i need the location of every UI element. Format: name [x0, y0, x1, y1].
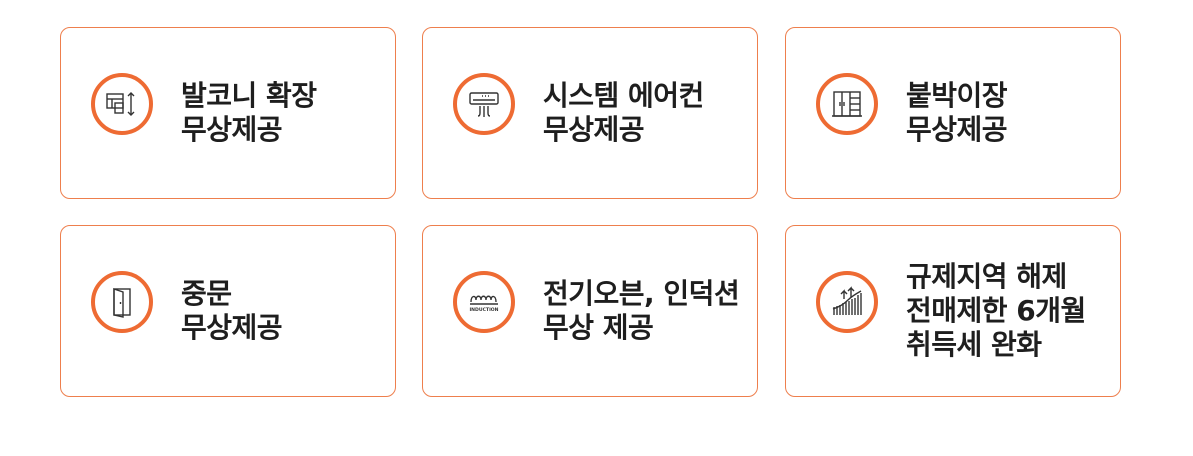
card-title: 규제지역 해제 전매제한 6개월 취득세 완화 [906, 260, 1086, 362]
card-middle-door: 중문 무상제공 [60, 225, 396, 397]
card-balcony-expansion: 발코니 확장 무상제공 [60, 27, 396, 199]
card-title-line: 무상제공 [543, 113, 645, 146]
card-regulation-relief: 규제지역 해제 전매제한 6개월 취득세 완화 [785, 225, 1121, 397]
card-title-line: 중문 [181, 277, 232, 310]
card-title-line: 무상 제공 [543, 311, 654, 344]
card-title-line: 무상제공 [181, 311, 283, 344]
card-title: 시스템 에어컨 무상제공 [543, 79, 704, 147]
built-in-closet-icon [816, 73, 878, 135]
door-icon [91, 271, 153, 333]
card-title-line: 전기오븐, 인덕션 [543, 277, 740, 310]
card-title: 중문 무상제공 [181, 277, 283, 345]
card-oven-induction: INDUCTION 전기오븐, 인덕션 무상 제공 [422, 225, 758, 397]
card-system-aircon: 시스템 에어컨 무상제공 [422, 27, 758, 199]
card-built-in-closet: 붙박이장 무상제공 [785, 27, 1121, 199]
card-title: 붙박이장 무상제공 [906, 79, 1008, 147]
card-title-line: 붙박이장 [906, 79, 1008, 112]
card-title: 발코니 확장 무상제공 [181, 79, 317, 147]
card-title: 전기오븐, 인덕션 무상 제공 [543, 277, 740, 345]
card-title-line: 규제지역 해제 [906, 260, 1067, 293]
card-title-line: 취득세 완화 [906, 328, 1042, 361]
induction-icon: INDUCTION [453, 271, 515, 333]
card-title-line: 무상제공 [181, 113, 283, 146]
air-conditioner-icon [453, 73, 515, 135]
card-title-line: 전매제한 6개월 [906, 294, 1086, 327]
rising-chart-icon [816, 271, 878, 333]
card-title-line: 시스템 에어컨 [543, 79, 704, 112]
card-title-line: 무상제공 [906, 113, 1008, 146]
balcony-expansion-icon [91, 73, 153, 135]
induction-icon-label: INDUCTION [469, 307, 498, 313]
card-title-line: 발코니 확장 [181, 79, 317, 112]
